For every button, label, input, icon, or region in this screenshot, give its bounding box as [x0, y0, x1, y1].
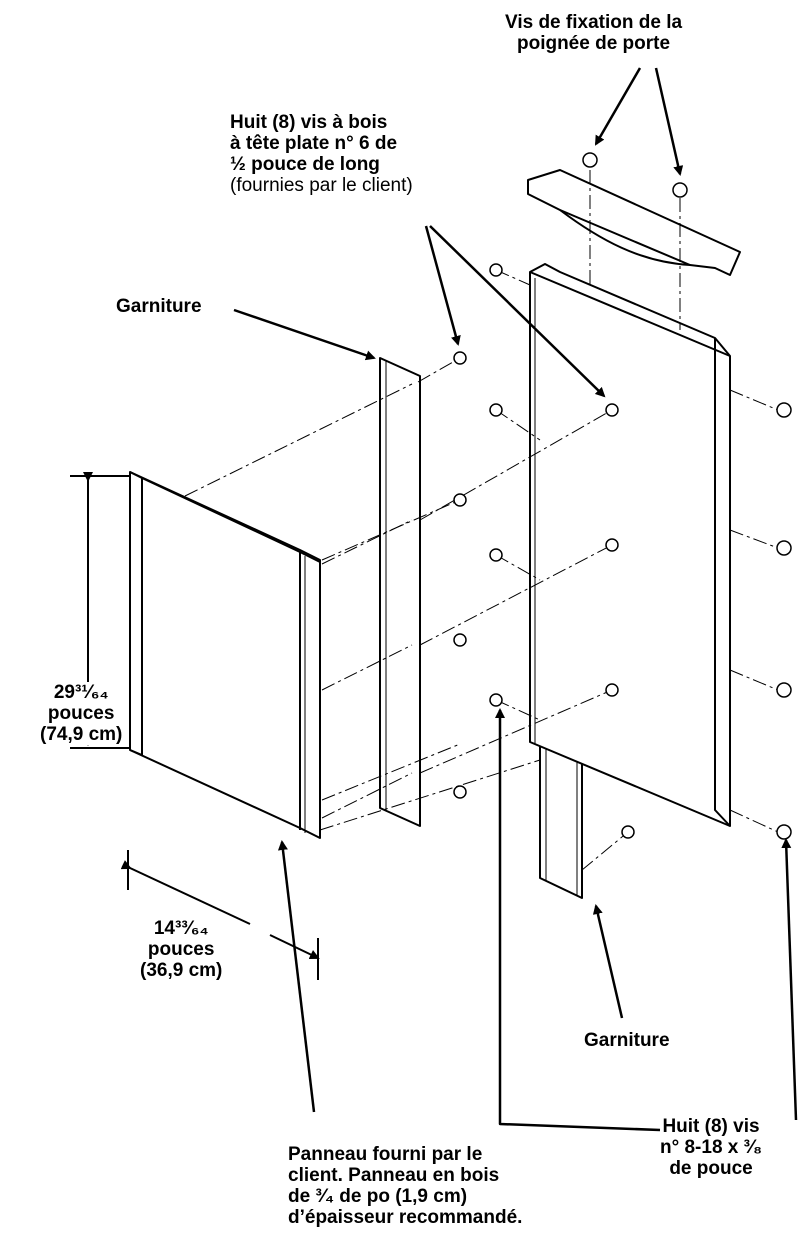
- label-panel-line3: de ³⁄₄ de po (1,9 cm): [288, 1186, 468, 1207]
- label-machine-screws-line3: de pouce: [669, 1158, 753, 1179]
- label-trim-bottom-text: Garniture: [584, 1030, 670, 1051]
- label-trim-top: Garniture: [116, 296, 202, 317]
- label-width-metric: (36,9 cm): [140, 960, 223, 981]
- label-height-unit: pouces: [47, 703, 115, 724]
- label-panel-line2: client. Panneau en bois: [288, 1165, 500, 1186]
- label-width-unit: pouces: [147, 939, 215, 960]
- label-handle-screws-line2: poignée de porte: [516, 33, 671, 54]
- label-height-value: 29³¹⁄₆₄: [53, 682, 109, 703]
- width-dimension: [120, 850, 320, 980]
- door-handle: [527, 169, 741, 276]
- label-wood-screws: Huit (8) vis à bois à tête plate n° 6 de…: [230, 112, 413, 196]
- label-handle-screws: Vis de fixation de la poignée de porte: [505, 12, 682, 54]
- label-panel-line4: d’épaisseur recommandé.: [288, 1207, 523, 1228]
- label-width-value: 14³³⁄₆₄: [153, 918, 209, 939]
- label-machine-screws: Huit (8) vis n° 8-18 x ³⁄₈ de pouce: [660, 1116, 762, 1179]
- screws: [453, 152, 792, 840]
- label-handle-screws-line1: Vis de fixation de la: [505, 12, 683, 33]
- label-trim-top-text: Garniture: [116, 296, 202, 317]
- door-frame: [529, 263, 731, 827]
- alignment-lines: [184, 170, 779, 871]
- label-height-metric: (74,9 cm): [40, 724, 123, 745]
- label-panel-line1: Panneau fourni par le: [288, 1144, 483, 1165]
- label-machine-screws-line1: Huit (8) vis: [662, 1116, 760, 1137]
- label-wood-screws-line2: à tête plate n° 6 de: [230, 133, 398, 154]
- trim-strip-left: [379, 357, 421, 827]
- label-wood-screws-line1: Huit (8) vis à bois: [230, 112, 388, 133]
- label-trim-bottom: Garniture: [584, 1030, 670, 1051]
- label-height: 29³¹⁄₆₄ pouces (74,9 cm): [40, 682, 123, 745]
- label-wood-screws-note: (fournies par le client): [230, 175, 413, 196]
- callout-arrows: [233, 67, 798, 1132]
- label-wood-screws-line3: ½ pouce de long: [230, 154, 380, 175]
- label-machine-screws-line2: n° 8-18 x ³⁄₈: [660, 1137, 763, 1158]
- label-width: 14³³⁄₆₄ pouces (36,9 cm): [140, 918, 223, 981]
- label-panel: Panneau fourni par le client. Panneau en…: [288, 1144, 522, 1228]
- wood-panel: [129, 471, 321, 839]
